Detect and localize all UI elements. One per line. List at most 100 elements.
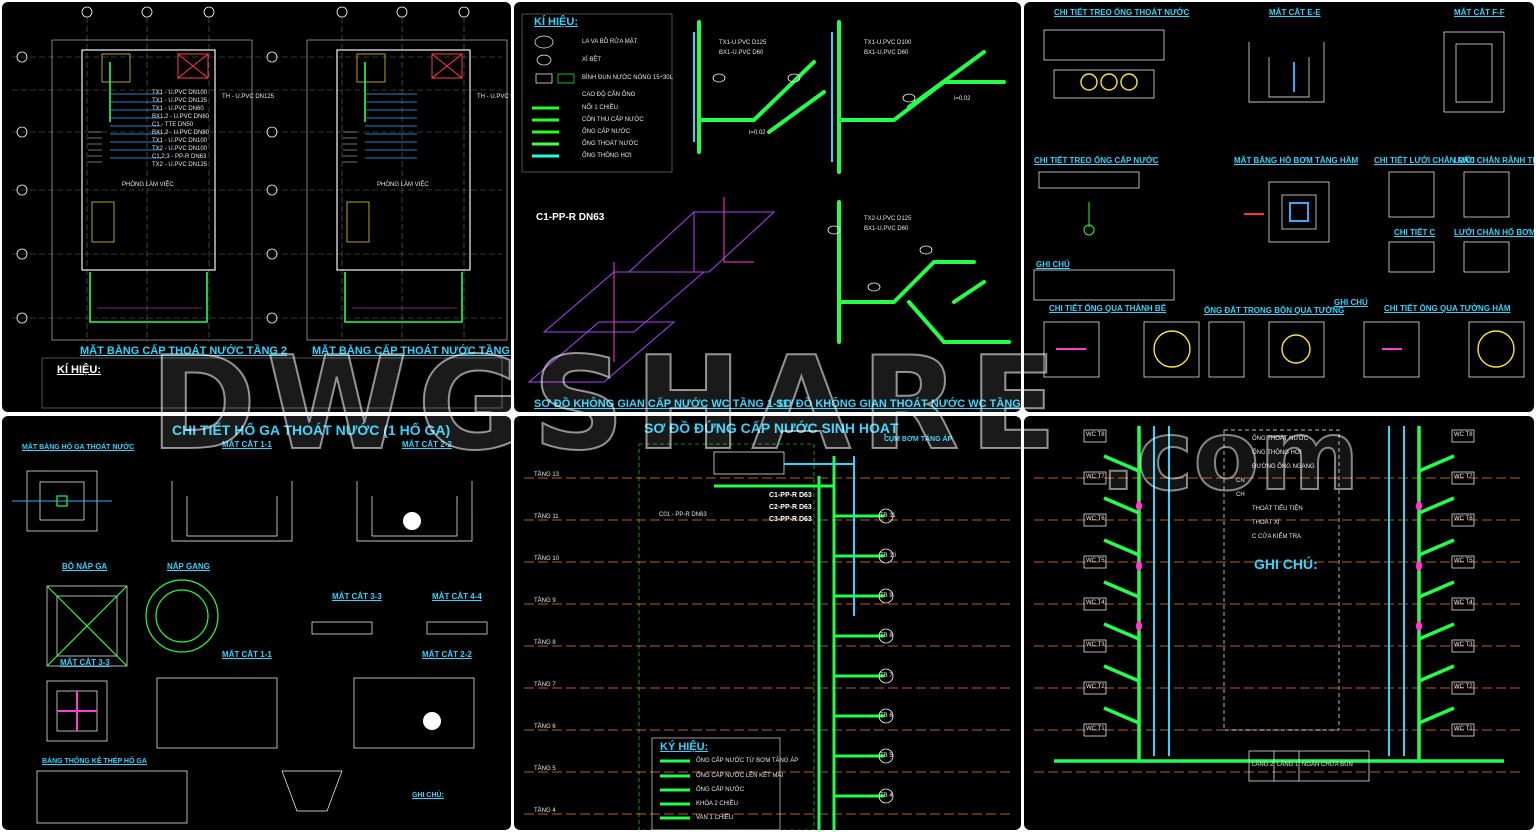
wc-label: WC T4 <box>1086 600 1105 606</box>
tank-label: TB 11 <box>880 513 896 519</box>
details-drawing <box>1033 29 1525 378</box>
drain-legend-item: ỐNG THÔNG HƠI <box>1252 450 1302 456</box>
tank-label: TB 10 <box>880 553 897 559</box>
tank-compartment: LẮNG 1 <box>1277 762 1299 768</box>
iso-legend-item: LA VA BỒ RỬA MẶT <box>582 39 638 45</box>
panel-riser-drain: WC T8 WC T7 WC T6 WC T5 WC T4 WC T3 WC T… <box>1024 416 1534 830</box>
iso-title-supply: SƠ ĐỒ KHÔNG GIAN CẤP NƯỚC WC TẦNG 1-11 <box>534 398 789 410</box>
wc-label: WC T5 <box>1086 558 1105 564</box>
drain-label: BX1-U.PVC D60 <box>864 226 909 232</box>
detail-title: MẶT CẮT E-E <box>1269 8 1321 17</box>
floor-label: TẦNG 7 <box>534 682 556 688</box>
manhole-drawing <box>12 470 488 824</box>
detail-title: GHI CHÚ <box>1334 298 1368 307</box>
detail-title: LƯỚI CHẮN HỐ BƠM CHÌM <box>1454 228 1534 237</box>
wc-label: WC T7 <box>1086 474 1105 480</box>
wc-label: WC T7 <box>1454 474 1473 480</box>
iso-legend-item: NỐI 1 CHIỀU <box>582 105 619 111</box>
drain-label: TX1-U.PVC D100 <box>864 40 912 46</box>
pipe-label: TX1 - U.PVC DN100 <box>152 90 208 96</box>
iso-title-drain: SƠ ĐỒ KHÔNG GIAN THOÁT NƯỚC WC TẦNG 1-11 <box>776 398 1021 410</box>
wc-label: WC T8 <box>1086 432 1105 438</box>
drain-legend-item: ỐNG THOÁT NƯỚC <box>1252 436 1309 442</box>
room-label: PHÒNG LÀM VIỆC <box>377 182 429 188</box>
floor-label: TẦNG 6 <box>534 724 556 730</box>
pipe-label: C1-PP-R D63 <box>769 492 812 499</box>
manhole-label: MẶT CẮT 3-3 <box>332 592 382 601</box>
detail-title: ỐNG ĐẶT TRONG BỒN QUA TƯỜNG <box>1204 306 1345 315</box>
tank-label: TB 7 <box>880 673 893 679</box>
iso-legend-item: ỐNG THÔNG HƠI <box>582 153 632 159</box>
manhole-label: BẢNG THỐNG KÊ THÉP HỐ GA <box>42 758 147 765</box>
wc-label: WC T6 <box>1454 516 1473 522</box>
iso-legend-item: XÍ BỆT <box>582 57 602 63</box>
panel-details: CHI TIẾT TREO ỐNG THOÁT NƯỚC MẶT CẮT E-E… <box>1024 2 1534 412</box>
detail-title: CHI TIẾT TREO ỐNG THOÁT NƯỚC <box>1054 8 1190 17</box>
iso-legend-item: ỐNG THOÁT NƯỚC <box>582 141 639 147</box>
legend-title: KÍ HIỆU: <box>57 364 101 376</box>
tank-label: TB 4 <box>880 793 893 799</box>
supply-legend-item: KHÓA 2 CHIỀU <box>696 801 739 807</box>
supply-legend-item: ỐNG CẤP NƯỚC TỪ BƠM TĂNG ÁP <box>696 758 799 764</box>
wc-label: WC T1 <box>1086 726 1105 732</box>
pipe-main-label: C01 - PP-R DN63 <box>659 512 707 518</box>
panel-riser-supply: SƠ ĐỒ ĐỨNG CẤP NƯỚC SINH HOẠT CỤM BƠM TĂ… <box>514 416 1021 830</box>
drain-label: TX2-U.PVC D125 <box>864 216 912 222</box>
manhole-label: MẶT CẮT 2-2 <box>422 650 472 659</box>
manhole-label: MẶT CẮT 2-2 <box>402 440 452 449</box>
panel-floor-plans: TX1 - U.PVC DN100 TX1 - U.PVC DN125 TX1 … <box>2 2 511 412</box>
pipe-label: BX1,2 - U.PVC DN60 <box>152 114 210 120</box>
manhole-label: NẮP GANG <box>167 562 210 571</box>
floor-label: TẦNG 11 <box>534 514 559 520</box>
pump-label: CỤM BƠM TĂNG ÁP <box>884 436 953 443</box>
floor-label: TẦNG 13 <box>534 472 560 478</box>
riser-drain-drawing <box>1034 426 1524 782</box>
detail-title: CHI TIẾT TREO ỐNG CẤP NƯỚC <box>1034 156 1159 165</box>
pipe-label: TX1 - U.PVC DN125 <box>152 98 208 104</box>
wc-label: WC T1 <box>1454 726 1473 732</box>
wc-label: WC T8 <box>1454 432 1473 438</box>
detail-title: CHI TIẾT C <box>1394 228 1436 237</box>
slope-label: i=0.02 <box>749 130 766 136</box>
manhole-label: GHI CHÚ: <box>412 792 444 799</box>
wc-label: WC T2 <box>1454 684 1473 690</box>
pipe-label: C1 - TTE DN50 <box>152 122 194 128</box>
floor-label: TẦNG 10 <box>534 556 560 562</box>
detail-title: GHI CHÚ <box>1036 260 1070 269</box>
supply-pipe-label: C1-PP-R DN63 <box>536 212 605 223</box>
tank-label: TB 8 <box>880 633 893 639</box>
detail-title: LƯỚI CHẮN RÃNH THOÁT <box>1454 156 1534 165</box>
floor-label: TẦNG 4 <box>534 808 556 814</box>
supply-legend-title: KÝ HIỆU: <box>660 741 709 753</box>
iso-legend-item: CAO ĐỘ CẮN ỐNG <box>582 92 636 98</box>
drain-label: BX1-U.PVC D60 <box>864 50 909 56</box>
wc-label: WC T6 <box>1086 516 1105 522</box>
tank-compartment: NGĂN CHỨA BÙN <box>1302 762 1353 768</box>
manhole-label: MẶT BẰNG HỐ GA THOÁT NƯỚC <box>22 444 135 451</box>
pipe-label: TX1 - U.PVC DN60 <box>152 106 204 112</box>
tank-compartment: LẮNG 2 <box>1252 762 1274 768</box>
floor-label: TẦNG 9 <box>534 598 556 604</box>
panel-iso-wc: KÍ HIỆU: LA VA BỒ RỬA MẶT XÍ BỆT BÌNH ĐU… <box>514 2 1021 412</box>
drain-legend-item: C CỬA KIỂM TRA <box>1252 534 1302 540</box>
drain-legend-item: THOÁT XÍ <box>1252 520 1280 526</box>
plan-title-right: MẶT BẰNG CẤP THOÁT NƯỚC TẦNG 3,10,11 <box>312 345 511 357</box>
panel-manhole: CHI TIẾT HỐ GA THOÁT NƯỚC (1 HỐ GA) MẶT … <box>2 416 511 830</box>
wc-label: WC T2 <box>1086 684 1105 690</box>
supply-legend-item: ỐNG CẤP NƯỚC LÊN KÉT MÁI <box>696 773 784 779</box>
wc-label: WC T5 <box>1454 558 1473 564</box>
pipe-label: C3-PP-R D63 <box>769 516 812 523</box>
drain-notes-title: GHI CHÚ: <box>1254 556 1318 572</box>
pipe-label: TX1 - U.PVC DN100 <box>152 138 208 144</box>
iso-legend-item: ỐNG CẤP NƯỚC <box>582 129 631 135</box>
floor-label: TẦNG 5 <box>534 766 556 772</box>
drain-legend-item: THOÁT TIỂU TIỆN <box>1252 506 1303 512</box>
drain-legend-item: ĐƯỜNG ỐNG NGANG <box>1252 464 1315 470</box>
riser-supply-drawing <box>524 443 1014 830</box>
wc-label: WC T3 <box>1454 642 1473 648</box>
detail-title: CHI TIẾT ỐNG QUA TƯỜNG HẦM <box>1384 304 1511 313</box>
iso-legend-item: CÔN THU CẤP NƯỚC <box>582 117 644 123</box>
pipe-label: C1,2,3 - PP-R DN63 <box>152 154 207 160</box>
wc-label: WC T4 <box>1454 600 1473 606</box>
riser-label: TH - U.PVC DN125 <box>222 94 275 100</box>
